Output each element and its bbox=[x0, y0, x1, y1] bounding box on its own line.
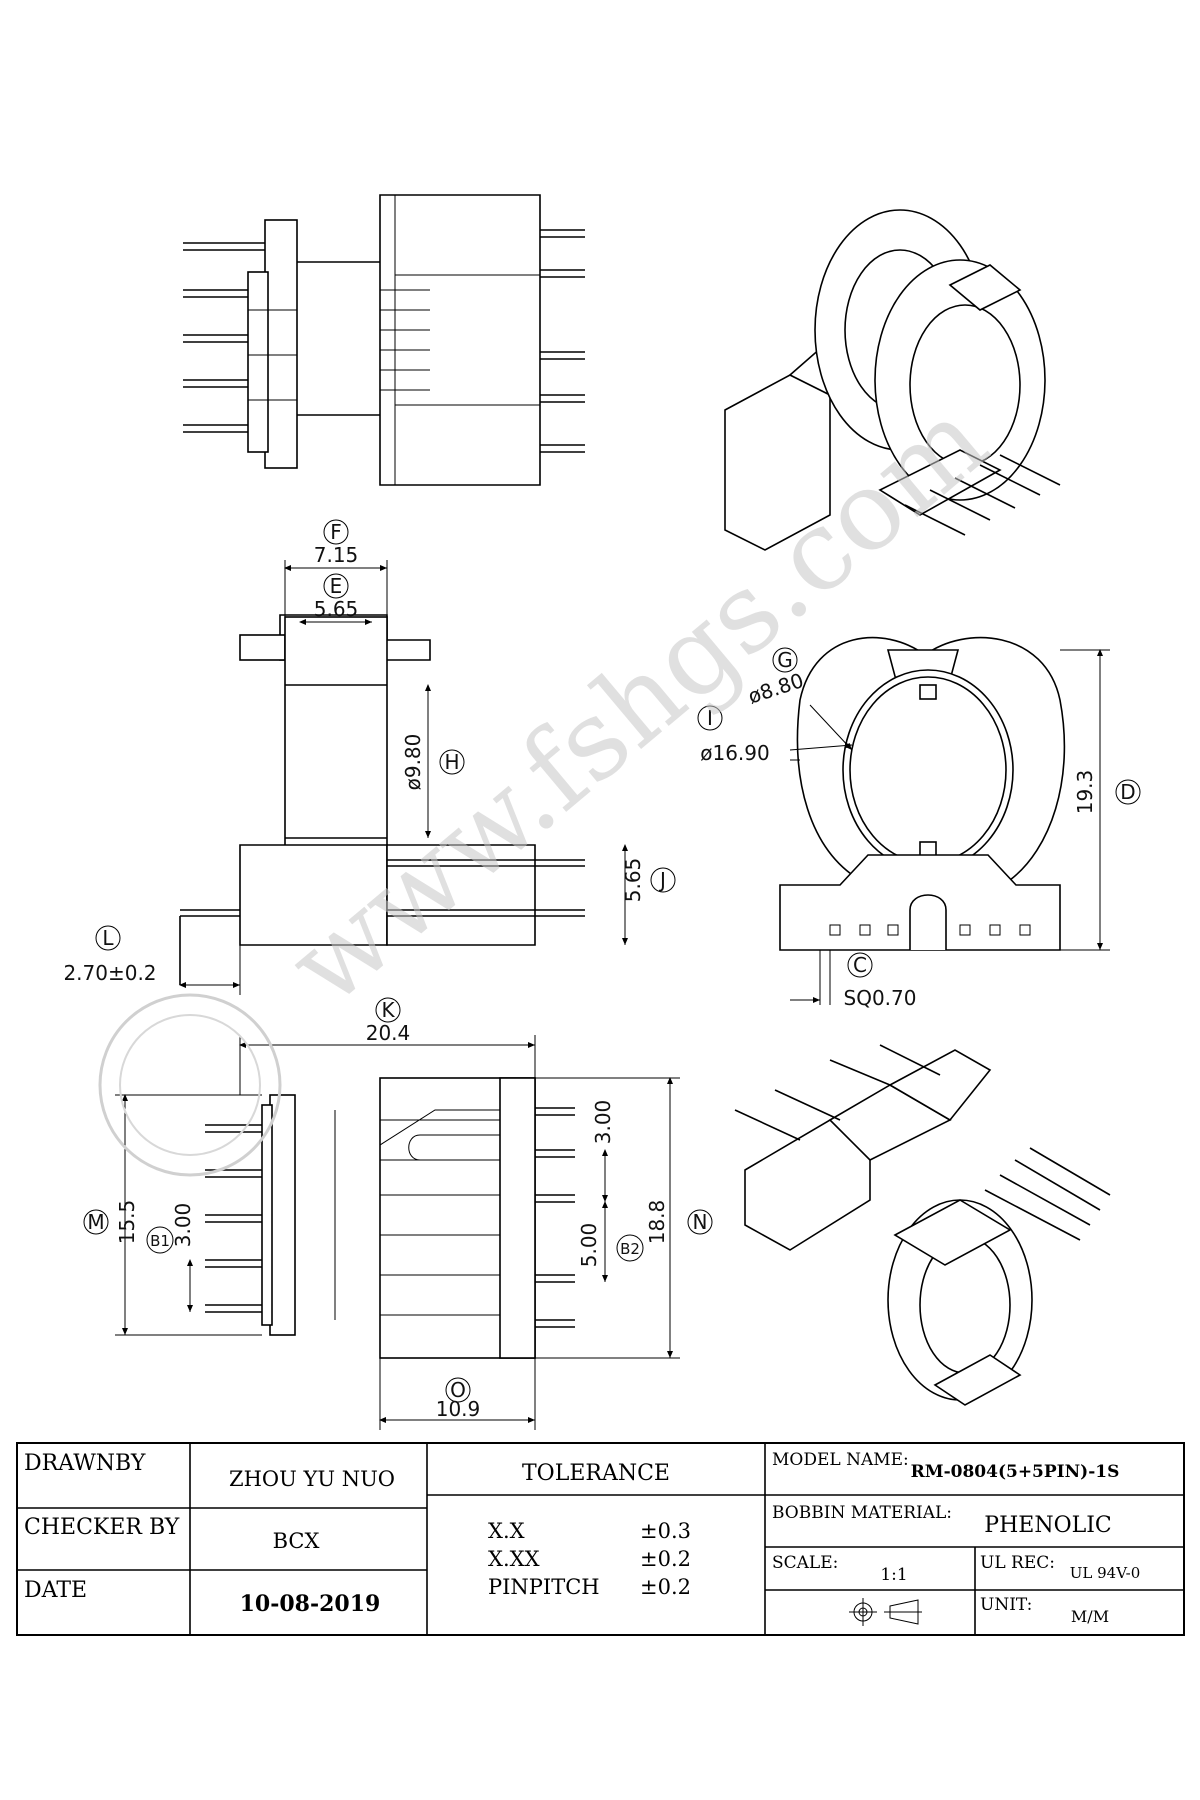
dim-G-letter: G bbox=[777, 648, 793, 672]
dim-C-letter: C bbox=[853, 953, 867, 977]
unit-value: M/M bbox=[1071, 1607, 1109, 1626]
ul-value: UL 94V-0 bbox=[1070, 1564, 1141, 1582]
side-view bbox=[179, 560, 628, 995]
dim-H-letter: H bbox=[444, 750, 459, 774]
dim-H-value: ø9.80 bbox=[401, 734, 425, 791]
tolerance-value-2: ±0.2 bbox=[640, 1575, 691, 1599]
dim-C-value: SQ0.70 bbox=[844, 986, 917, 1010]
dim-B2-value: 5.00 bbox=[577, 1223, 601, 1268]
dim-K-letter: K bbox=[381, 998, 395, 1022]
date-value: 10-08-2019 bbox=[240, 1591, 381, 1617]
unit-label: UNIT: bbox=[980, 1595, 1032, 1615]
drawn-by-label: DRAWNBY bbox=[24, 1451, 146, 1476]
checker-label: CHECKER BY bbox=[24, 1515, 180, 1540]
dim-M-letter: M bbox=[87, 1210, 104, 1234]
dim-F: F 7.15 bbox=[314, 519, 359, 567]
dim-N: N 18.8 bbox=[645, 1200, 713, 1245]
dim-M-value: 15.5 bbox=[115, 1200, 139, 1245]
tolerance-name-0: X.X bbox=[488, 1519, 525, 1543]
dim-B1-letter: B1 bbox=[150, 1232, 170, 1250]
tolerance-value-0: ±0.3 bbox=[640, 1519, 691, 1543]
dim-L-value: 2.70±0.2 bbox=[63, 961, 156, 985]
date-label: DATE bbox=[24, 1578, 87, 1603]
tolerance-name-1: X.XX bbox=[488, 1547, 540, 1571]
dim-N-value: 18.8 bbox=[645, 1200, 669, 1245]
dim-E-value: 5.65 bbox=[314, 597, 359, 621]
model-label: MODEL NAME: bbox=[772, 1450, 909, 1470]
dim-J: J 5.65 bbox=[621, 858, 676, 903]
ul-label: UL REC: bbox=[980, 1553, 1055, 1573]
front-view bbox=[779, 636, 1110, 1005]
dim-I-letter: I bbox=[707, 706, 713, 730]
dim-D-letter: D bbox=[1120, 780, 1135, 804]
material-value: PHENOLIC bbox=[984, 1513, 1111, 1538]
dim-B1: B1 3.00 bbox=[146, 1203, 195, 1254]
isometric-view-assembled bbox=[724, 209, 1061, 551]
title-block: DRAWNBY ZHOU YU NUO CHECKER BY BCX DATE … bbox=[16, 1442, 1185, 1636]
dimension-labels: F 7.15 E 5.65 H ø9.80 J 5.65 L 2.70±0.2 … bbox=[63, 519, 1141, 1421]
tolerance-label: TOLERANCE bbox=[522, 1461, 670, 1486]
dim-N-letter: N bbox=[693, 1210, 708, 1234]
material-label: BOBBIN MATERIAL: bbox=[772, 1503, 952, 1523]
dim-I-value: ø16.90 bbox=[700, 741, 770, 765]
dim-O-value: 10.9 bbox=[436, 1397, 481, 1421]
dim-F-letter: F bbox=[330, 520, 342, 544]
dim-L: L 2.70±0.2 bbox=[63, 925, 157, 985]
checker-value: BCX bbox=[273, 1529, 320, 1553]
dim-B2-letter: B2 bbox=[620, 1240, 640, 1258]
dim-B2: B2 5.00 bbox=[577, 1223, 644, 1268]
dim-F-value: 7.15 bbox=[314, 543, 359, 567]
tolerance-name-2: PINPITCH bbox=[488, 1575, 600, 1599]
dim-E: E 5.65 bbox=[314, 573, 359, 621]
dim-pin-top: 3.00 bbox=[591, 1100, 615, 1145]
projection-symbol-icon bbox=[849, 1598, 922, 1626]
dim-J-value: 5.65 bbox=[621, 858, 645, 903]
dim-D: D 19.3 bbox=[1073, 770, 1141, 815]
dim-C: C SQ0.70 bbox=[844, 952, 917, 1010]
dim-B1-value: 3.00 bbox=[171, 1203, 195, 1248]
isometric-view-exploded bbox=[734, 1044, 1111, 1406]
top-view-left-flange bbox=[264, 219, 298, 469]
dim-pin-top-value: 3.00 bbox=[591, 1100, 615, 1145]
dim-L-letter: L bbox=[102, 926, 114, 950]
scale-label: SCALE: bbox=[772, 1553, 838, 1573]
dim-D-value: 19.3 bbox=[1073, 770, 1097, 815]
dim-H: H ø9.80 bbox=[401, 734, 465, 791]
model-value: RM-0804(5+5PIN)-1S bbox=[911, 1462, 1120, 1482]
dim-O: O 10.9 bbox=[436, 1377, 481, 1421]
dim-K: K 20.4 bbox=[366, 997, 411, 1045]
dim-E-letter: E bbox=[330, 574, 343, 598]
dim-O-letter: O bbox=[450, 1378, 466, 1402]
dim-I: I ø16.90 bbox=[697, 705, 770, 765]
dim-J-letter: J bbox=[658, 868, 666, 892]
bottom-view bbox=[115, 1035, 680, 1430]
dim-K-value: 20.4 bbox=[366, 1021, 411, 1045]
drawn-by-value: ZHOU YU NUO bbox=[229, 1467, 395, 1491]
scale-value: 1:1 bbox=[880, 1565, 907, 1585]
top-view bbox=[183, 194, 585, 486]
dim-M: M 15.5 bbox=[83, 1200, 139, 1245]
tolerance-value-1: ±0.2 bbox=[640, 1547, 691, 1571]
